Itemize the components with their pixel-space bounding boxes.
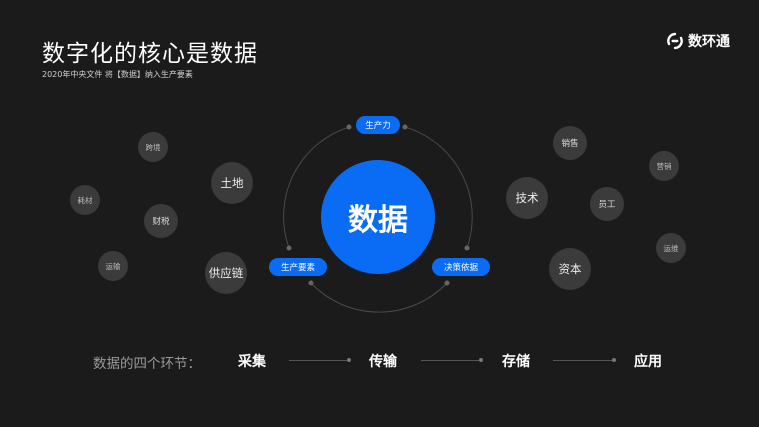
logo-icon xyxy=(667,32,683,50)
orbit-dot xyxy=(346,124,352,130)
bubble-left: 财税 xyxy=(144,204,178,238)
pipeline-label: 数据的四个环节： xyxy=(93,356,201,372)
brand-logo: 数环通 xyxy=(666,31,730,51)
core-data-circle: 数据 xyxy=(321,160,435,274)
orbit-dot xyxy=(286,245,292,251)
bubble-left: 土地 xyxy=(211,162,253,204)
stage-store: 存储 xyxy=(502,354,530,370)
pill-decision-basis: 决策依据 xyxy=(432,258,490,276)
orbit-dot xyxy=(464,245,470,251)
orbit-dot xyxy=(402,124,408,130)
bubble-left: 供应链 xyxy=(205,252,247,294)
bubble-left: 运输 xyxy=(98,251,128,281)
page-subtitle: 2020年中央文件 将【数据】纳入生产要素 xyxy=(42,70,193,79)
stage-transfer: 传输 xyxy=(369,354,397,370)
bubble-right: 运维 xyxy=(656,233,686,263)
bubble-right: 技术 xyxy=(506,177,548,219)
orbit-dot xyxy=(444,280,450,286)
pipeline-connector xyxy=(553,358,616,362)
bubble-right: 销售 xyxy=(553,126,587,160)
pill-productivity: 生产力 xyxy=(356,116,400,134)
bubble-right: 员工 xyxy=(590,187,624,221)
stage-collect: 采集 xyxy=(238,354,266,370)
pipeline-connector xyxy=(421,358,483,362)
page-title: 数字化的核心是数据 xyxy=(42,41,258,67)
stage-apply: 应用 xyxy=(634,354,662,370)
bubble-right: 营销 xyxy=(649,151,679,181)
bubble-right: 资本 xyxy=(549,248,591,290)
pipeline-connector xyxy=(289,358,351,362)
orbit-dot xyxy=(308,280,314,286)
bubble-left: 耗材 xyxy=(70,185,100,215)
logo-text: 数环通 xyxy=(688,34,730,50)
bubble-left: 跨境 xyxy=(138,132,168,162)
pill-production-factor: 生产要素 xyxy=(269,258,327,276)
